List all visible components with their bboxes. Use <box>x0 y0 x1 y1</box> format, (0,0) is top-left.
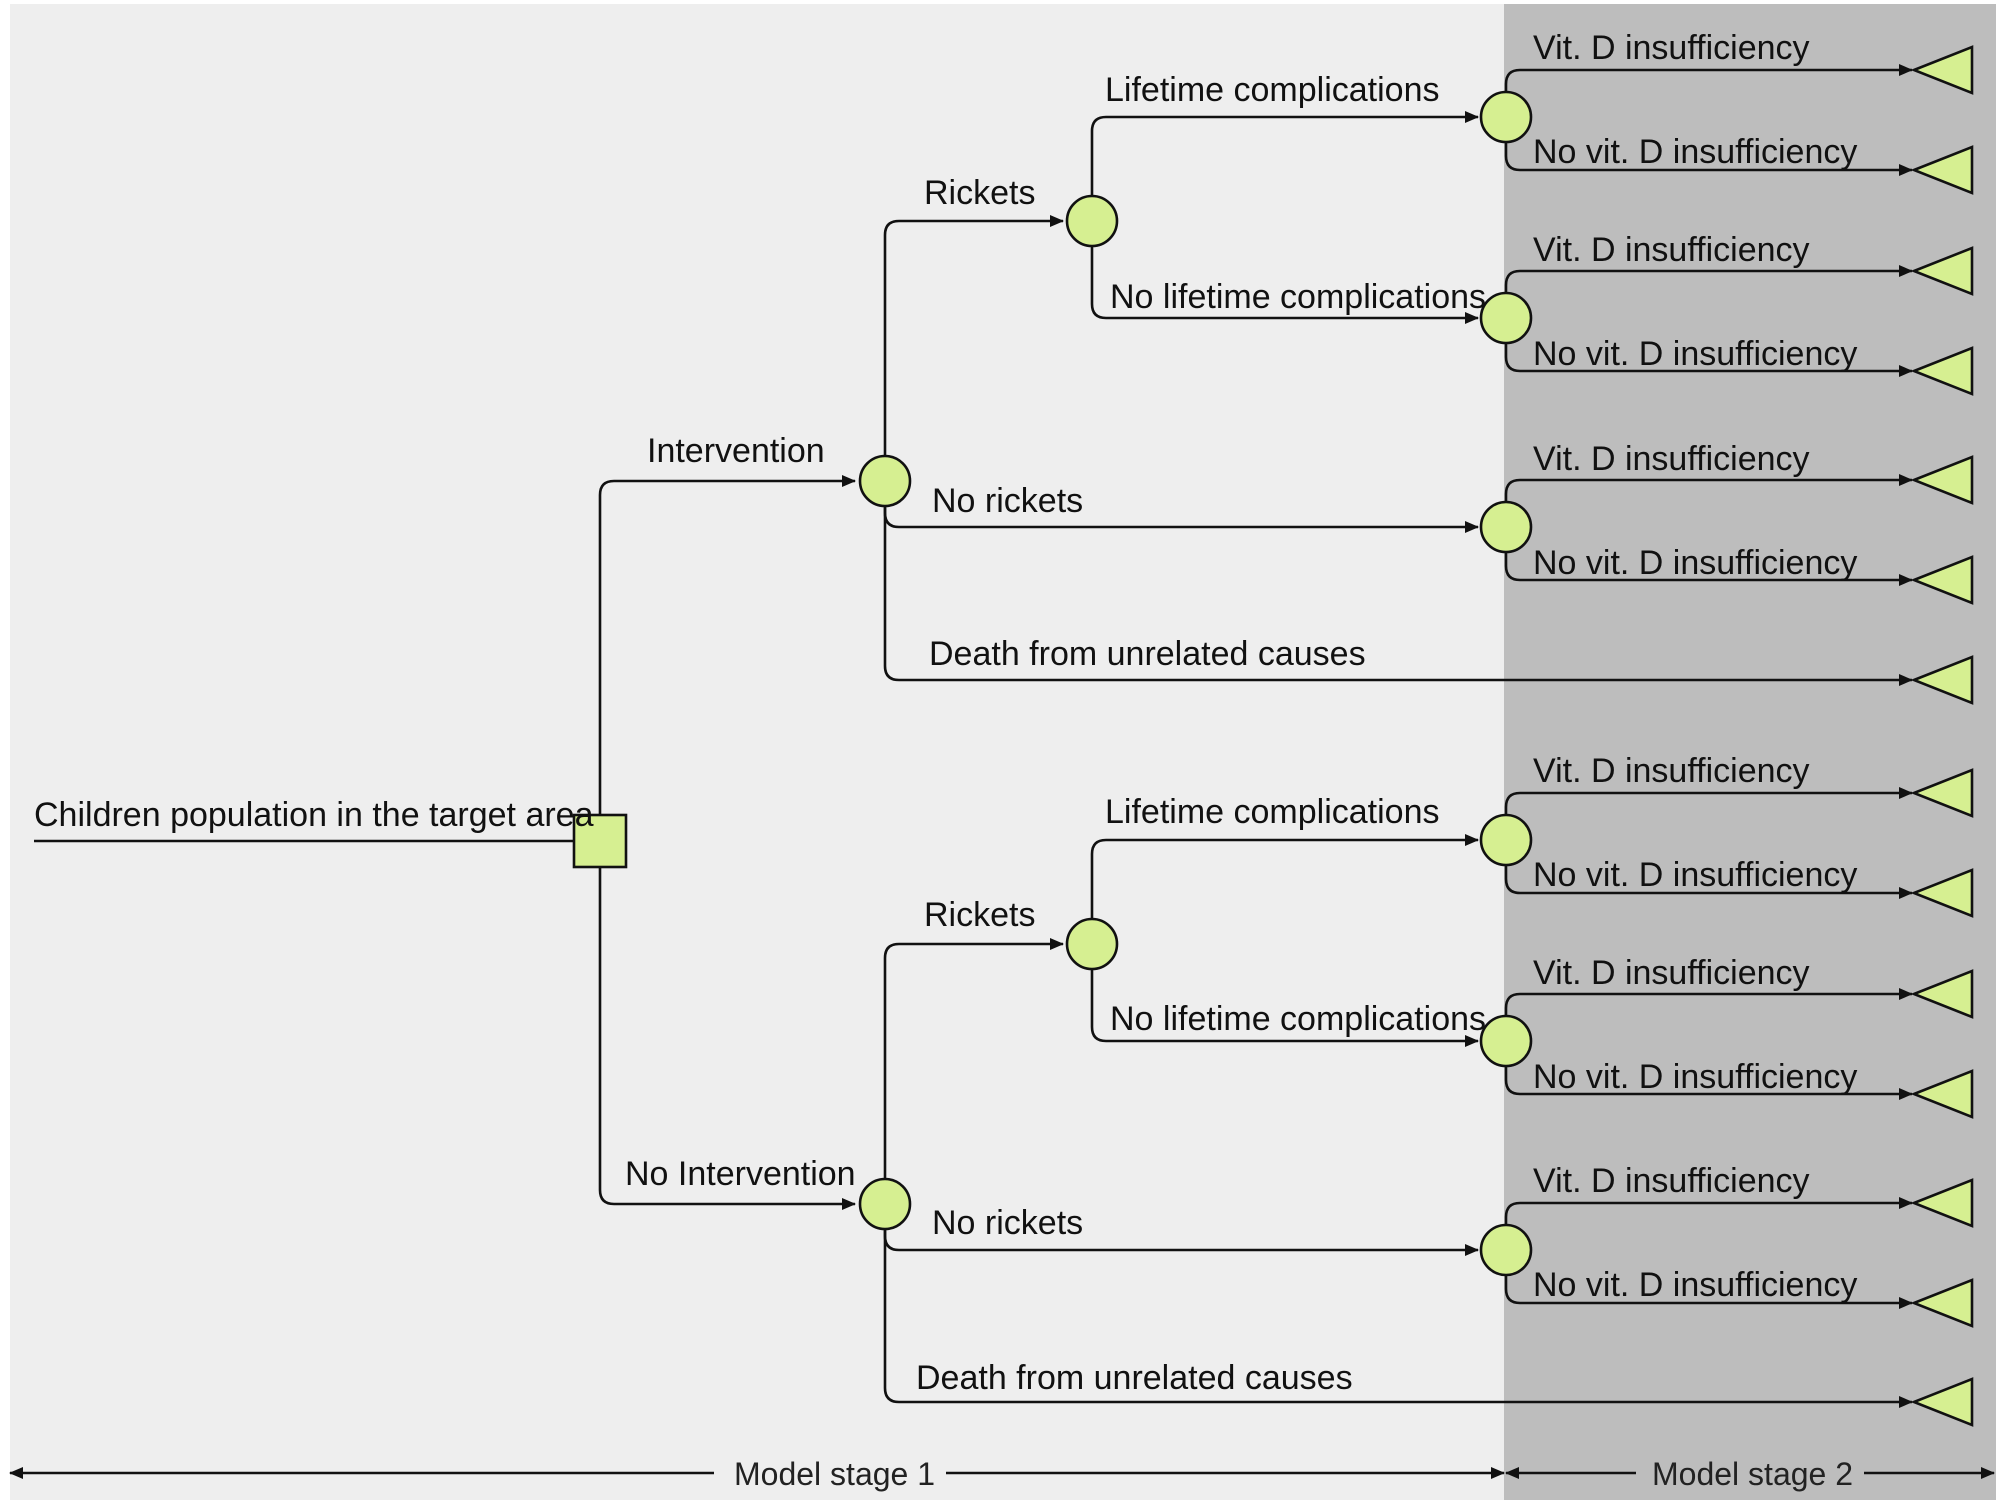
stage2-label: Model stage 2 <box>1652 1456 1853 1492</box>
chance-node <box>1065 194 1119 248</box>
terminal-label: Vit. D insufficiency <box>1533 231 1810 269</box>
arm-edge <box>598 475 856 841</box>
terminal-edge <box>1504 1250 1913 1309</box>
terminal-node <box>1910 455 1974 505</box>
terminal-edge <box>1504 787 1913 840</box>
branch-edge <box>883 1204 1913 1408</box>
chance-node <box>1065 917 1119 971</box>
branch-label-no-rickets: No rickets <box>932 482 1083 520</box>
terminal-node <box>1910 768 1974 818</box>
terminal-node <box>1910 969 1974 1019</box>
chance-node <box>1479 1223 1533 1277</box>
branch-label-death: Death from unrelated causes <box>929 635 1366 673</box>
terminal-label: No vit. D insufficiency <box>1533 133 1857 171</box>
terminal-label: Vit. D insufficiency <box>1533 954 1810 992</box>
terminal-node <box>1910 45 1974 95</box>
branch-label-rickets: Rickets <box>924 174 1035 212</box>
terminal-edge <box>1504 1197 1913 1250</box>
chance-node <box>1479 1014 1533 1068</box>
branch-edge <box>883 481 1913 686</box>
outcome-label-no-lifetime: No lifetime complications <box>1110 1000 1486 1038</box>
terminal-node <box>1910 246 1974 296</box>
edge-labels: Children population in the target area I… <box>34 29 1857 1397</box>
arm-label-no-intervention: No Intervention <box>625 1155 856 1193</box>
terminal-label: No vit. D insufficiency <box>1533 1266 1857 1304</box>
tree-nodes <box>572 45 1974 1427</box>
outcome-edge <box>1090 111 1479 221</box>
terminal-edge <box>1504 840 1913 899</box>
terminal-node <box>1910 655 1974 705</box>
terminal-edge <box>1504 318 1913 377</box>
stage1-label: Model stage 1 <box>734 1456 935 1492</box>
chance-node <box>1479 291 1533 345</box>
chance-node <box>1479 500 1533 554</box>
root-label: Children population in the target area <box>34 796 594 834</box>
terminal-edge <box>1504 1041 1913 1100</box>
outcome-label-lifetime: Lifetime complications <box>1105 71 1439 109</box>
chance-node <box>858 454 912 508</box>
chance-node <box>1479 813 1533 867</box>
chance-node <box>1479 90 1533 144</box>
arm-edge <box>598 841 856 1210</box>
terminal-label: Vit. D insufficiency <box>1533 440 1810 478</box>
terminal-label: Vit. D insufficiency <box>1533 1162 1810 1200</box>
chance-node <box>858 1177 912 1231</box>
decision-node <box>572 813 628 869</box>
terminal-node <box>1910 1377 1974 1427</box>
stage-axis: Model stage 1 Model stage 2 <box>9 1456 1995 1492</box>
branch-edge <box>883 215 1064 481</box>
terminal-node <box>1910 1178 1974 1228</box>
terminal-label: No vit. D insufficiency <box>1533 1058 1857 1096</box>
terminal-node <box>1910 346 1974 396</box>
outcome-edge <box>1090 834 1479 944</box>
terminal-node <box>1910 868 1974 918</box>
stage2-background <box>1504 4 1996 1500</box>
terminal-edge <box>1504 117 1913 176</box>
terminal-edge <box>1504 474 1913 527</box>
branch-label-death: Death from unrelated causes <box>916 1359 1353 1397</box>
terminal-node <box>1910 555 1974 605</box>
terminal-node <box>1910 145 1974 195</box>
terminal-label: No vit. D insufficiency <box>1533 856 1857 894</box>
tree-edges <box>34 64 1913 1408</box>
terminal-label: No vit. D insufficiency <box>1533 544 1857 582</box>
terminal-edge <box>1504 527 1913 586</box>
branch-label-no-rickets: No rickets <box>932 1204 1083 1242</box>
outcome-edge <box>1090 221 1479 324</box>
terminal-node <box>1910 1069 1974 1119</box>
arm-label-intervention: Intervention <box>647 432 825 470</box>
terminal-label: No vit. D insufficiency <box>1533 335 1857 373</box>
outcome-label-no-lifetime: No lifetime complications <box>1110 278 1486 316</box>
terminal-edge <box>1504 265 1913 318</box>
branch-edge <box>883 938 1064 1204</box>
outcome-label-lifetime: Lifetime complications <box>1105 793 1439 831</box>
terminal-edge <box>1504 988 1913 1041</box>
branch-label-rickets: Rickets <box>924 896 1035 934</box>
terminal-label: Vit. D insufficiency <box>1533 29 1810 67</box>
terminal-label: Vit. D insufficiency <box>1533 752 1810 790</box>
terminal-node <box>1910 1278 1974 1328</box>
terminal-edge <box>1504 64 1913 117</box>
outcome-edge <box>1090 944 1479 1047</box>
stage1-background <box>10 4 1504 1500</box>
